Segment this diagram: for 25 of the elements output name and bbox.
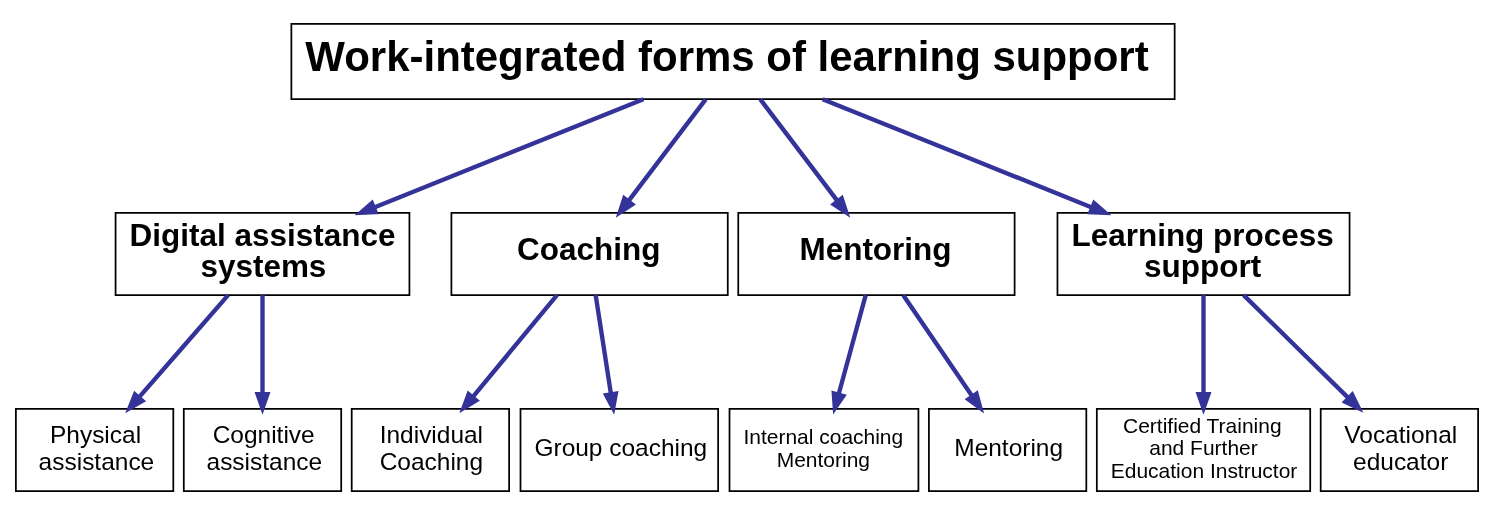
arrow [593,294,619,415]
arrow [354,97,645,216]
node-box: Work-integrated forms of learning support [290,23,1176,101]
node-box: Certified Training and Further Education Instructor [1095,407,1312,492]
node-box: Physical assistance [15,407,175,492]
arrow [254,295,271,415]
arrow [758,98,851,218]
node-box: Cognitive assistance [182,407,343,492]
arrow [615,98,708,218]
node-box: Mentoring [737,212,1016,296]
node-box: Internal coaching Mentoring [728,407,920,492]
node-box: Learning process support [1056,212,1351,296]
arrow [1195,295,1212,415]
node-box: Coaching [450,212,729,296]
arrow [831,294,868,415]
arrow [1242,293,1364,413]
arrow [821,97,1112,216]
node-box: Digital assistance systems [114,212,411,296]
node-box: Vocational educator [1319,407,1479,492]
node-box: Group coaching [519,407,719,492]
arrow [901,293,985,414]
node-box: Mentoring [928,407,1088,492]
node-box: Individual Coaching [350,407,510,492]
arrow [459,293,559,414]
arrow [125,293,230,414]
